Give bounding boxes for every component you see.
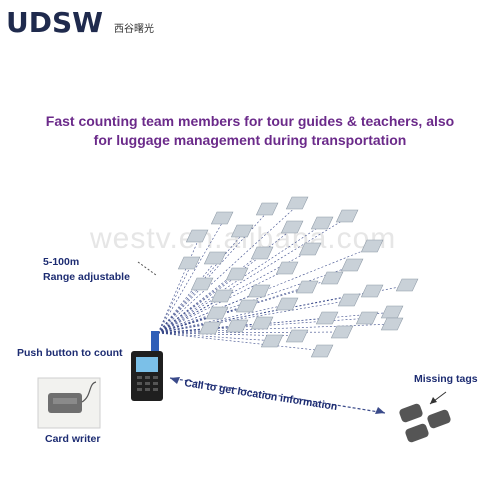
signal-ray [157, 222, 326, 334]
tag-icon [205, 306, 229, 320]
range-note-label: Range adjustable [43, 271, 130, 283]
tag-icon [225, 319, 249, 333]
tag-icon [310, 344, 334, 358]
tag-icon [295, 280, 319, 294]
tag-icon [298, 242, 322, 256]
tag-icon [340, 258, 364, 272]
signal-ray [157, 264, 356, 334]
tag-icon [275, 297, 299, 311]
range-pointer-arrow [137, 261, 157, 276]
signal-ray [157, 273, 241, 334]
push-button-label: Push button to count [17, 347, 123, 359]
signal-ray [157, 257, 219, 334]
signal-ray [157, 317, 371, 334]
tag-icon [275, 261, 299, 275]
tag-icon [190, 277, 214, 291]
title-line-1: Fast counting team members for tour guid… [45, 113, 455, 129]
card-writer-label: Card writer [45, 433, 101, 445]
signal-ray [157, 286, 311, 334]
signal-ray [157, 215, 351, 334]
tag-icon [285, 196, 309, 210]
tag-icon [250, 316, 274, 330]
signal-ray [157, 331, 346, 334]
missing-tags-icon [399, 391, 451, 443]
signal-ray [157, 290, 376, 334]
tag-icon [320, 271, 344, 285]
signal-ray [157, 235, 201, 334]
handheld-reader-icon [131, 331, 163, 401]
tag-icon [203, 251, 227, 265]
tag-icon [235, 299, 259, 313]
tag-icon [330, 325, 354, 339]
signal-ray [157, 283, 206, 334]
tag-icon [185, 229, 209, 243]
page-title: Fast counting team members for tour guid… [0, 112, 500, 150]
call-label: Call to get location information [184, 377, 339, 413]
signal-ray [157, 262, 193, 334]
tag-icon [225, 267, 249, 281]
tag-icon [360, 239, 384, 253]
signal-ray [157, 252, 266, 334]
tag-icon [210, 211, 234, 225]
tag-icon [260, 334, 284, 348]
signal-ray [157, 226, 296, 334]
missing-tags-label: Missing tags [414, 373, 478, 385]
tag-icon [337, 293, 361, 307]
tag-icon [380, 305, 404, 319]
tag-icon [315, 311, 339, 325]
tag-icon [177, 256, 201, 270]
signal-ray [157, 323, 396, 334]
signal-ray [157, 202, 301, 334]
card-writer-icon [37, 377, 101, 429]
tag-icon [380, 317, 404, 331]
tag-icon [230, 224, 254, 238]
tag-icon [310, 216, 334, 230]
signal-ray [157, 299, 353, 334]
logo-text: UDSW [6, 6, 104, 39]
tag-icon [198, 321, 222, 335]
tag-icon [360, 284, 384, 298]
tag-icon [285, 329, 309, 343]
tag-icon [255, 202, 279, 216]
title-line-2: for luggage management during transporta… [93, 132, 407, 148]
signal-ray [157, 312, 221, 334]
tag-icon [250, 246, 274, 260]
range-label: 5-100m [43, 256, 80, 268]
tag-icon [335, 209, 359, 223]
signal-rays [157, 202, 411, 352]
tag-icon [247, 284, 271, 298]
signal-ray [157, 303, 291, 334]
signal-ray [157, 332, 276, 342]
logo: UDSW 西谷曙光 [6, 6, 166, 39]
tag-icon [395, 278, 419, 292]
logo-subtitle: 西谷曙光 [114, 24, 154, 35]
signal-ray [157, 295, 226, 334]
tag-icon [355, 311, 379, 325]
call-arrow [169, 377, 386, 414]
tag-icon [210, 289, 234, 303]
tag-icon [280, 220, 304, 234]
tag-cluster [177, 196, 419, 358]
